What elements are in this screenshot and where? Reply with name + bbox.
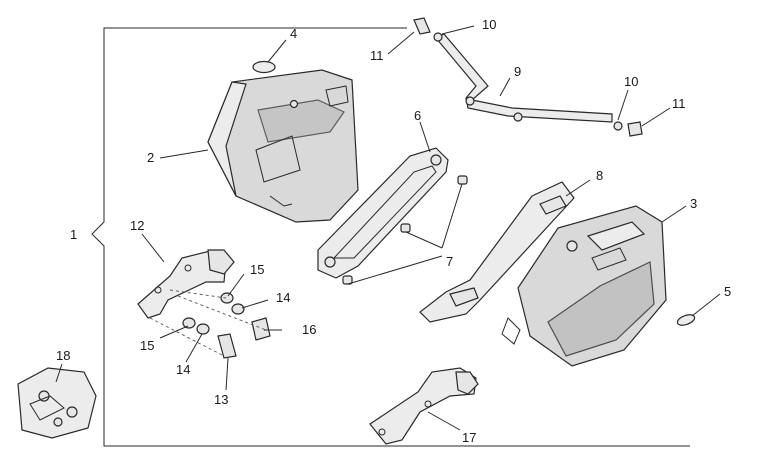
callout-16: 16: [302, 322, 316, 337]
bolt-washer-stack: [149, 289, 271, 359]
callout-3: 3: [690, 196, 697, 211]
support-rod: [435, 33, 613, 123]
callout-6: 6: [414, 108, 421, 123]
callout-10-top: 10: [482, 17, 496, 32]
callout-4: 4: [290, 26, 297, 41]
callout-18: 18: [56, 348, 70, 363]
callout-11-top: 11: [370, 48, 384, 63]
spacer-set: [342, 175, 468, 285]
callout-labels: 1 2 3 4 5 6 7 8 9 10 10 11 11 12 13 14 1…: [56, 17, 731, 445]
pannier-strap: [419, 181, 575, 323]
callout-17: 17: [462, 430, 476, 445]
callout-15-upper: 15: [250, 262, 264, 277]
callout-7: 7: [446, 254, 453, 269]
oval-seal: [252, 60, 276, 74]
callout-10-right: 10: [624, 74, 638, 89]
small-seal: [676, 314, 696, 326]
callout-8: 8: [596, 168, 603, 183]
group-bracket: [91, 27, 690, 447]
callout-2: 2: [147, 150, 154, 165]
leader-lines: [55, 25, 721, 431]
callout-11-right: 11: [672, 96, 686, 111]
lower-bracket: [369, 367, 479, 445]
callout-14-lower: 14: [176, 362, 190, 377]
mounting-rail: [317, 147, 449, 279]
callout-14-upper: 14: [276, 290, 290, 305]
callout-12: 12: [130, 218, 144, 233]
rod-end-hardware: [613, 121, 643, 137]
left-bracket: [137, 249, 235, 319]
callout-5: 5: [724, 284, 731, 299]
rod-top-hardware: [413, 17, 443, 42]
callout-9: 9: [514, 64, 521, 79]
hardware-kit-bag: [17, 367, 97, 439]
callout-13: 13: [214, 392, 228, 407]
callout-15-lower: 15: [140, 338, 154, 353]
right-pannier-case: [501, 205, 667, 367]
callout-1: 1: [70, 227, 77, 242]
left-pannier-case: [207, 69, 359, 223]
